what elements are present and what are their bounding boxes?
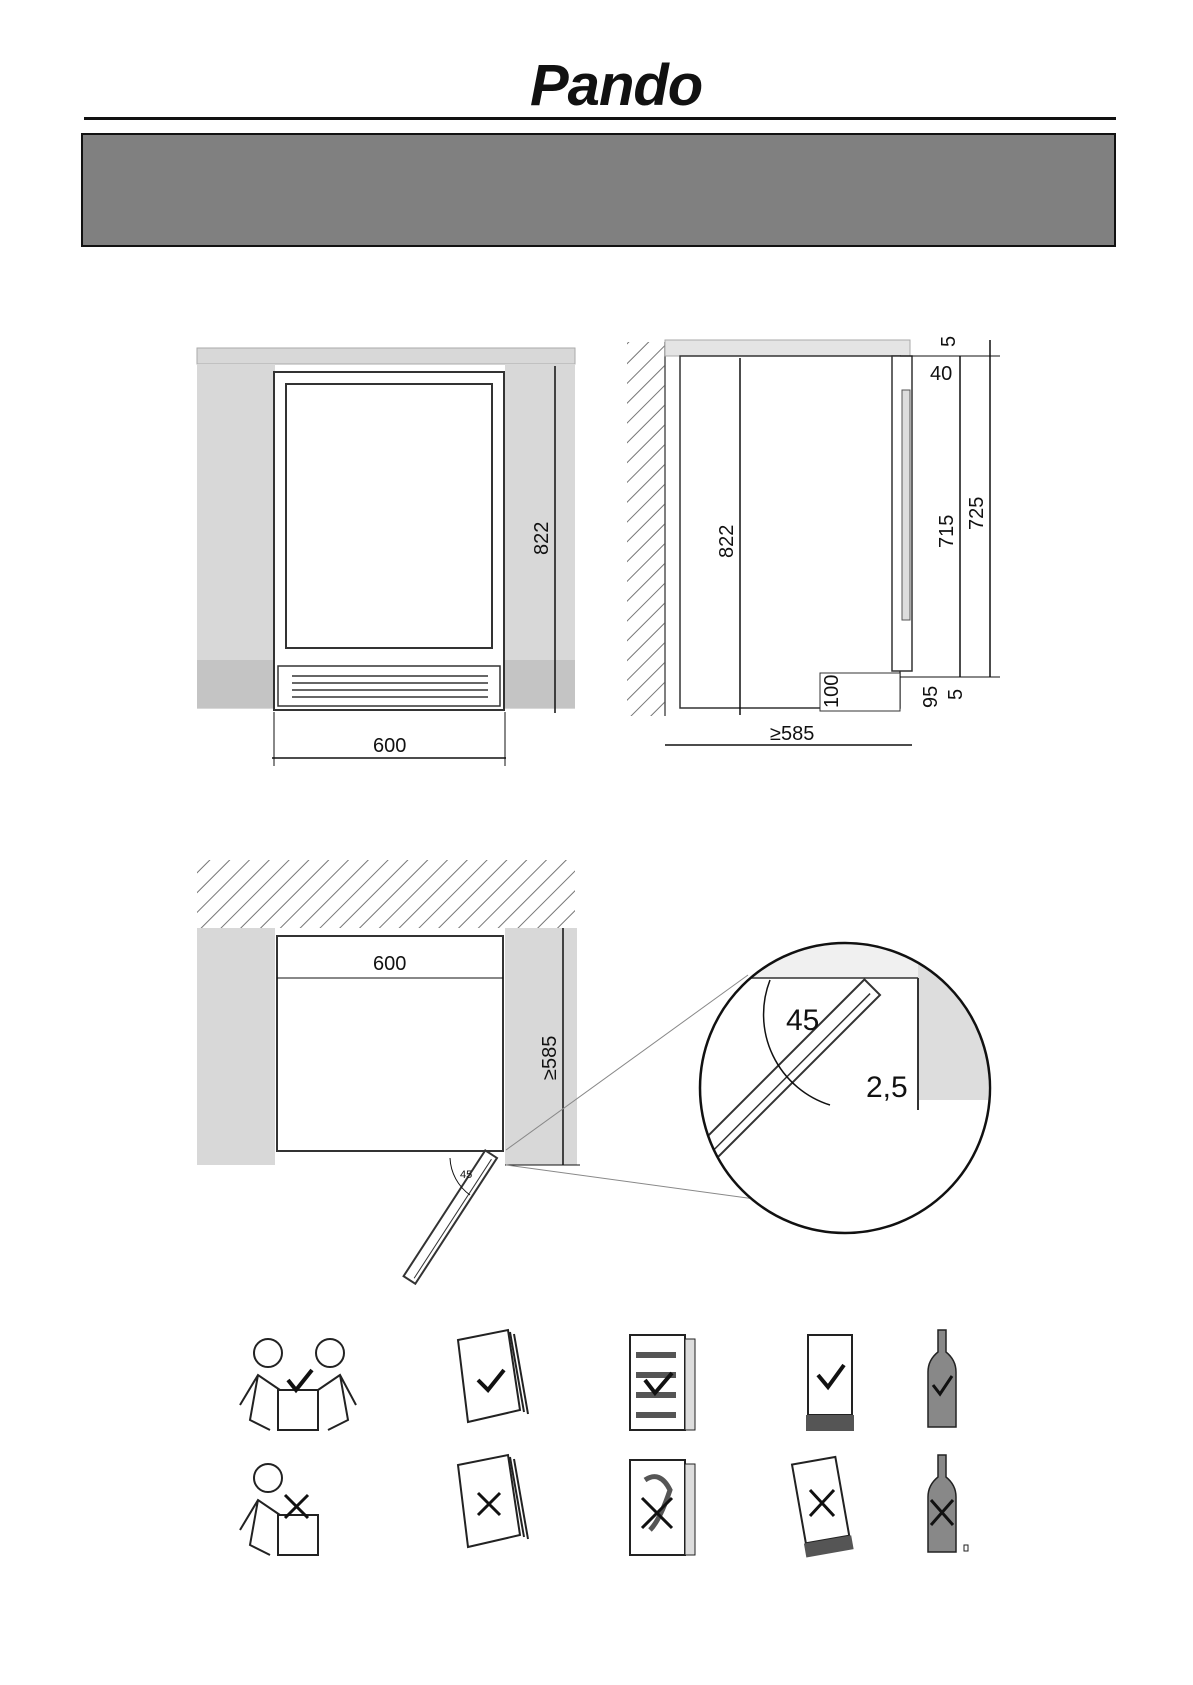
front-height-label: 822 xyxy=(531,522,553,555)
front-width-label: 600 xyxy=(373,735,406,757)
two-person-lift-icon xyxy=(239,1338,357,1431)
side-view: 5 40 822 715 725 100 95 5 ≥585 xyxy=(627,336,1000,746)
side-door-offset-label: 40 xyxy=(930,363,952,385)
front-view: 822 600 xyxy=(196,347,576,766)
top-door-angle-label: 45 xyxy=(460,1169,472,1181)
tilted-appliance-cross-icon xyxy=(790,1455,854,1558)
pictograms-forbidden xyxy=(239,1453,969,1558)
shelf-check-icon xyxy=(629,1334,696,1431)
detail-angle-label: 45 xyxy=(786,1004,819,1037)
header-rule xyxy=(84,117,1116,120)
bottle-cross-icon xyxy=(927,1454,969,1553)
manual-check-icon xyxy=(456,1328,529,1424)
one-person-lift-icon xyxy=(239,1463,319,1556)
bottle-check-icon xyxy=(927,1329,957,1428)
top-width-label: 600 xyxy=(373,953,406,975)
shelf-cross-icon xyxy=(629,1459,696,1556)
manual-cross-icon xyxy=(456,1453,529,1549)
detail-view: 45 2,5 xyxy=(698,941,992,1235)
side-gap-top-label: 5 xyxy=(938,336,960,347)
side-outer-height-label: 725 xyxy=(966,497,988,530)
side-depth-label: ≥585 xyxy=(770,723,814,745)
upright-appliance-check-icon xyxy=(806,1334,854,1431)
detail-gap-label: 2,5 xyxy=(866,1071,908,1104)
side-plinth-label: 100 xyxy=(821,675,843,708)
header-banner xyxy=(81,133,1116,247)
top-view: 600 ≥585 45 xyxy=(197,860,580,1286)
side-gap-bottom-label: 5 xyxy=(945,689,967,700)
side-height-label: 822 xyxy=(716,525,738,558)
pictograms-allowed xyxy=(239,1328,957,1431)
brand-logo: Pando xyxy=(530,53,703,118)
side-plinth-gap-label: 95 xyxy=(920,686,942,708)
side-inner-height-label: 715 xyxy=(936,515,958,548)
top-depth-label: ≥585 xyxy=(539,1036,561,1080)
